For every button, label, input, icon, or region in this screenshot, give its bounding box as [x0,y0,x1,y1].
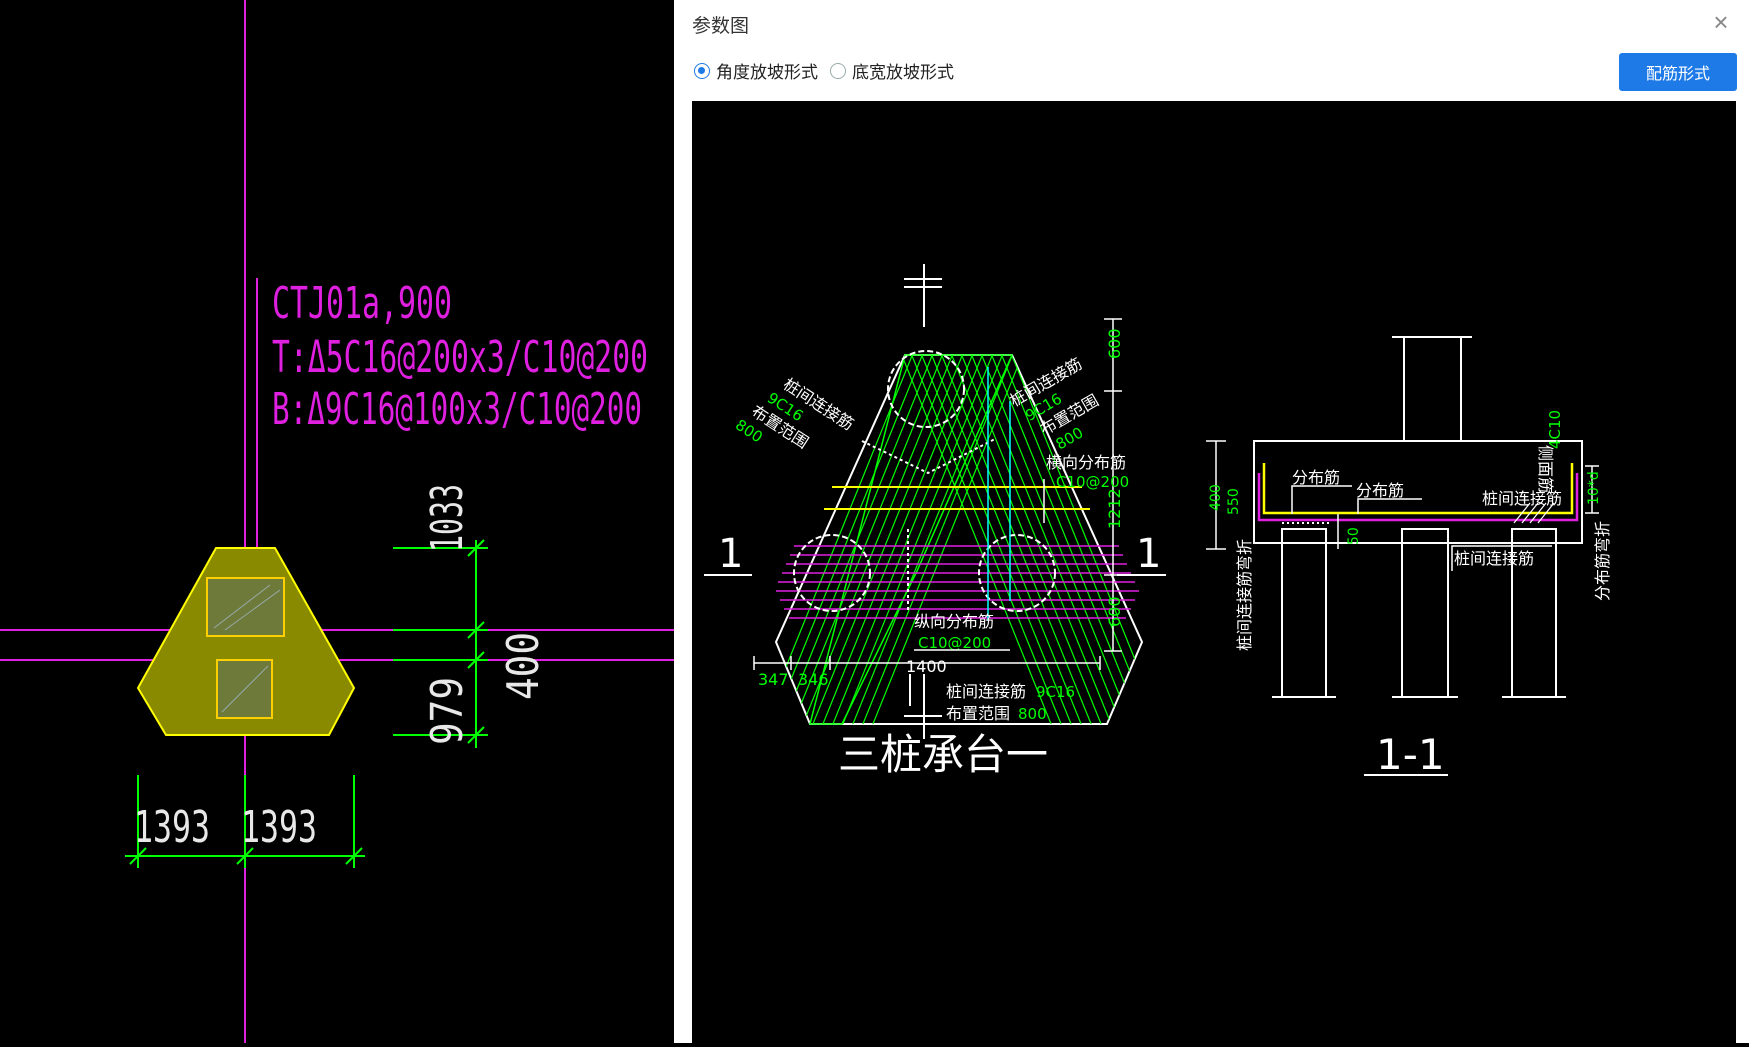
rebar-form-button[interactable]: 配筋形式 [1619,53,1737,91]
section-pile-link-1: 桩间连接筋 [1482,489,1562,508]
cad-canvas[interactable]: CTJ01a,900 T:Δ5C16@200x3/C10@200 B:Δ9C16… [0,0,674,1043]
pile-circle-left [793,534,871,612]
section-side-value: 4C10 [1546,410,1564,449]
trans-value: C10@200 [1056,473,1129,491]
section-dim-10d: 10*d [1586,471,1602,505]
plan-dim-600-top: 600 [1105,328,1124,359]
column-stub-top [904,264,942,327]
cap-label-line-2: T:Δ5C16@200x3/C10@200 [272,332,648,383]
radio-angle-slope[interactable]: 角度放坡形式 [694,58,818,83]
dim-400: 400 [498,632,549,700]
section-mark-right: 1 [1136,531,1161,577]
cap-label-line-1: CTJ01a,900 [272,278,452,329]
section-right-vertical: 分布筋弯折 [1593,521,1612,601]
bottom-value-2: 800 [1018,705,1047,723]
vertical-dimension [393,539,488,748]
v-dotted-line [861,438,996,475]
plan-dim-1400: 1400 [906,657,947,676]
parameter-drawing: 1 1 600 1212 600 347 346 [692,101,1736,1043]
plan-dim-347: 347 [758,670,789,689]
plan-dim-600-bottom: 600 [1105,596,1124,627]
dialog-title: 参数图 [692,15,750,37]
section-dist-bar-1: 分布筋 [1292,468,1340,487]
bottom-label-2: 布置范围 [946,704,1010,723]
section-side-face: 侧面筋 [1536,445,1555,493]
section-view [1206,336,1599,698]
pile-cap-shape[interactable] [136,547,356,736]
plan-dim-right [1104,318,1122,652]
plan-dim-346: 346 [798,670,829,689]
annotation-top-left: 桩间连接筋 9C16 布置范围 800 [732,374,857,452]
dim-1033: 1033 [422,484,473,552]
pile-circle-right [978,534,1056,612]
column-upper[interactable] [206,577,285,637]
section-dim-400: 400 [1208,484,1224,511]
long-value: C10@200 [918,634,991,652]
trans-label: 横向分布筋 [1046,453,1126,472]
section-dist-bar-2: 分布筋 [1356,481,1404,500]
plan-dim-1212: 1212 [1105,488,1124,529]
column-stub-bottom [904,674,942,739]
dim-1393-left: 1393 [134,802,210,853]
column-lower[interactable] [216,659,273,719]
radio-width-slope[interactable]: 底宽放坡形式 [830,58,954,83]
section-pile-link-2: 桩间连接筋 [1454,549,1534,568]
bottom-label-1: 桩间连接筋 [946,682,1026,701]
section-left-vertical: 桩间连接筋弯折 [1235,539,1254,651]
cap-label-line-3: B:Δ9C16@100x3/C10@200 [272,384,642,435]
bottom-value-1: 9C16 [1036,683,1075,701]
section-dim-50: 50 [1346,527,1362,545]
annotation-top-right: 桩间连接筋 9C16 布置范围 800 [1007,354,1102,453]
pile-circle-top [887,350,965,428]
section-mark-left: 1 [718,531,743,577]
radio-checked-icon[interactable] [694,62,710,79]
plan-title: 三桩承台一 [838,730,1048,779]
slope-mode-radio-group: 角度放坡形式 底宽放坡形式 [694,58,966,83]
radio-unchecked-icon[interactable] [830,62,846,79]
radio-width-label: 底宽放坡形式 [852,63,954,83]
dim-979: 979 [422,677,473,745]
parameter-drawing-canvas: 1 1 600 1212 600 347 346 [704,264,1612,779]
horizontal-dimension [125,775,365,868]
section-title: 1-1 [1376,730,1445,779]
dim-1393-right: 1393 [241,802,317,853]
cad-viewport[interactable]: CTJ01a,900 T:Δ5C16@200x3/C10@200 B:Δ9C16… [0,0,674,1043]
param-dialog[interactable]: 参数图 × 角度放坡形式 底宽放坡形式 配筋形式 [674,0,1749,1043]
section-dim-550: 550 [1226,488,1242,515]
rebar-band-magenta [776,545,1139,619]
close-icon[interactable]: × [1707,8,1735,36]
plan-dim-bottom [753,656,1101,670]
long-label: 纵向分布筋 [914,612,994,631]
radio-angle-label: 角度放坡形式 [716,63,818,83]
